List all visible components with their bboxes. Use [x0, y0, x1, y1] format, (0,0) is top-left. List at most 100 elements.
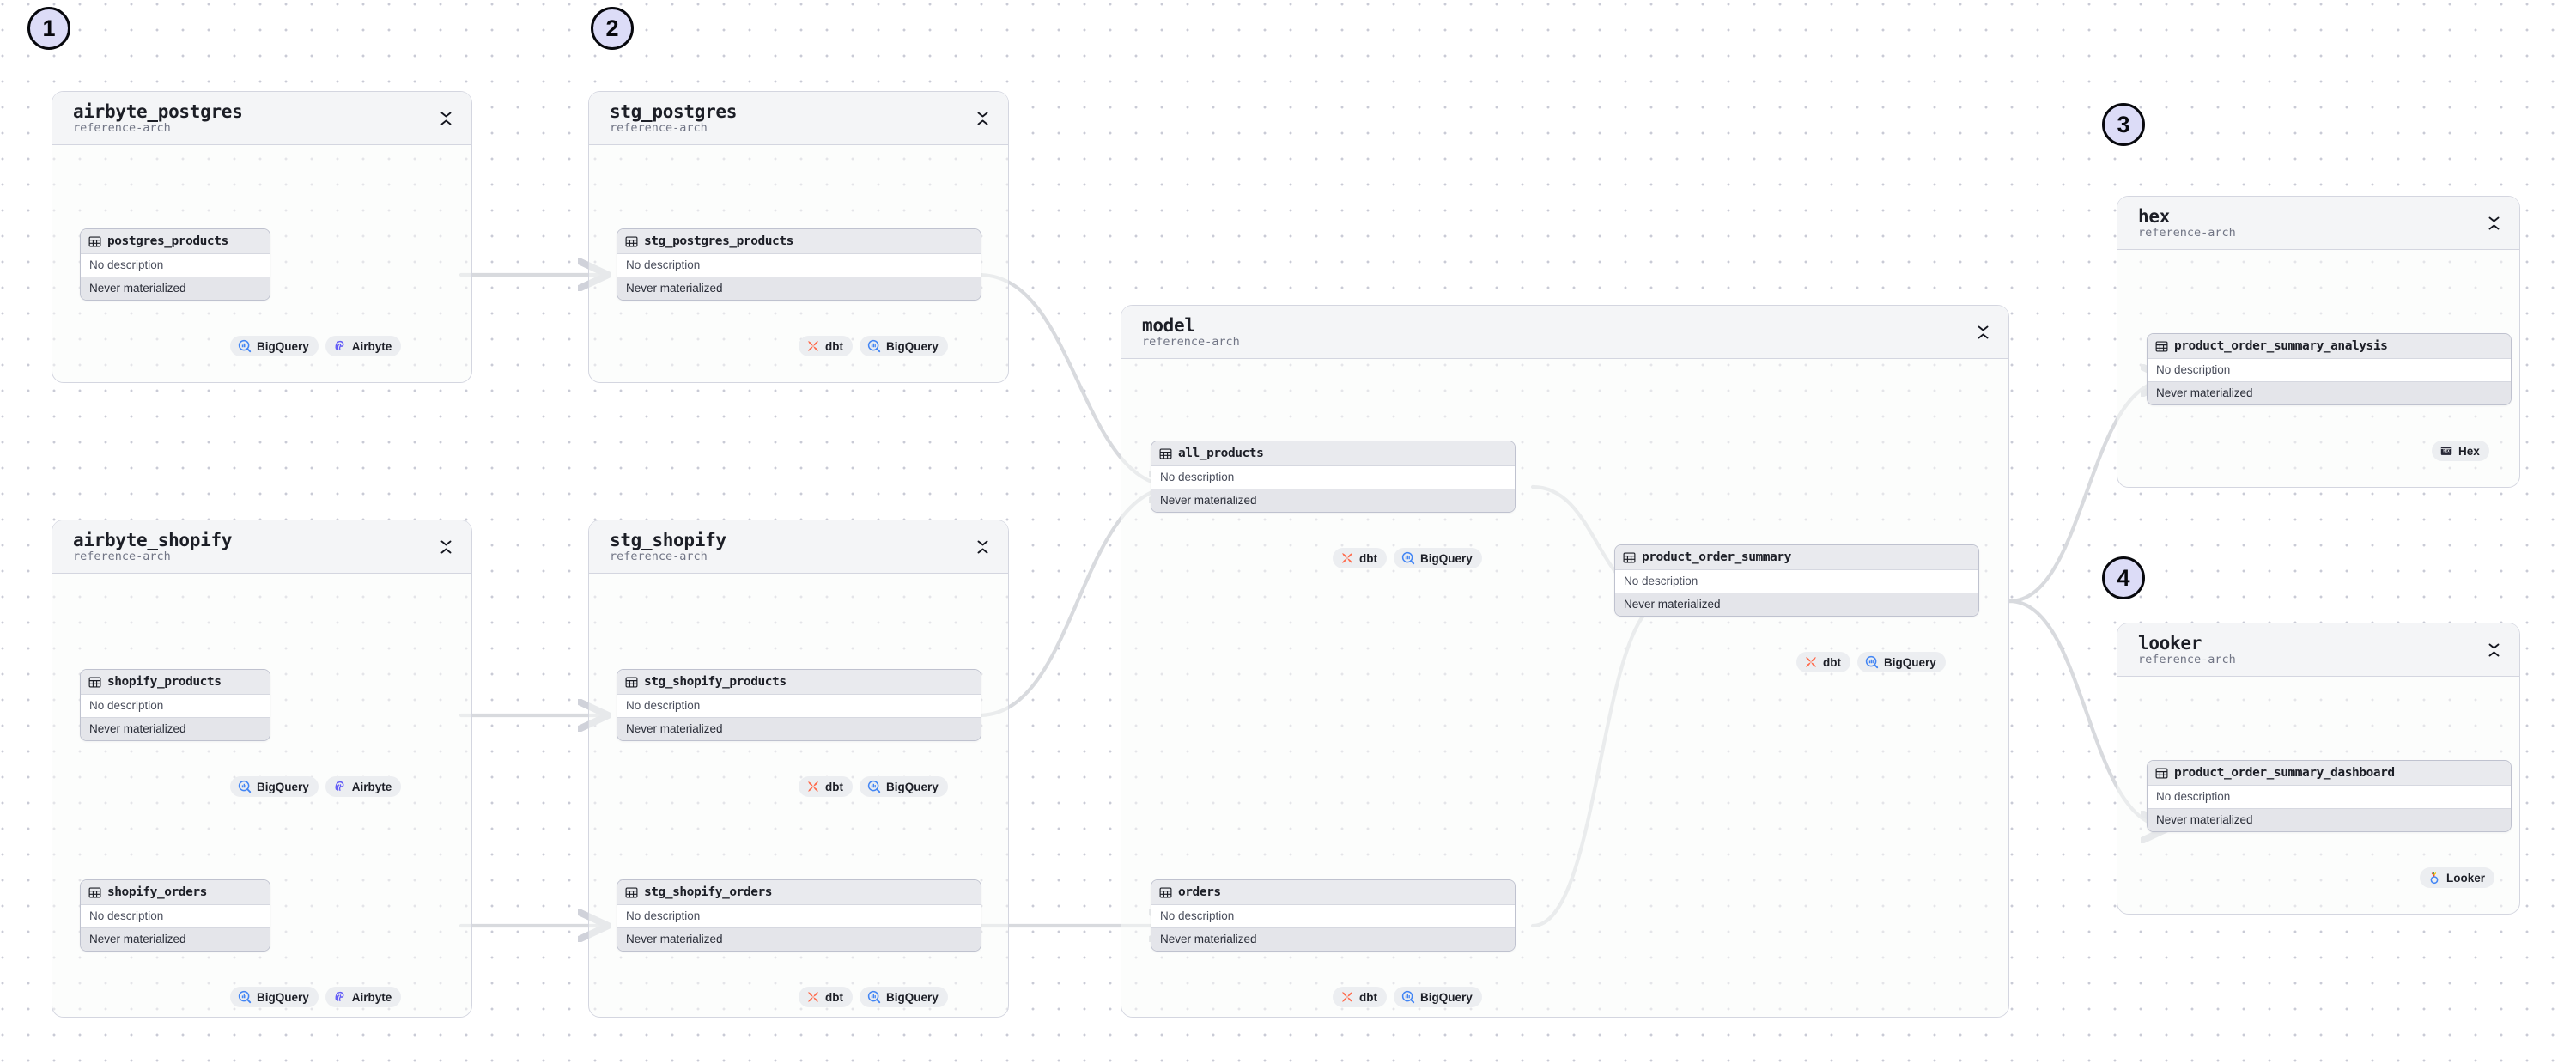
- table-icon: [1159, 447, 1172, 459]
- badge-bigquery[interactable]: BigQuery: [230, 987, 319, 1007]
- badge-airbyte[interactable]: Airbyte: [325, 336, 402, 356]
- badge-dbt[interactable]: dbt: [1796, 652, 1850, 672]
- badge-dbt[interactable]: dbt: [1333, 548, 1387, 568]
- node-name: shopify_products: [107, 675, 222, 689]
- node-header: all_products: [1151, 441, 1515, 466]
- badge-label: BigQuery: [886, 990, 939, 1004]
- badge-label: BigQuery: [1420, 551, 1473, 565]
- group-title: airbyte_shopify: [73, 529, 233, 550]
- badge-label: BigQuery: [1884, 655, 1936, 669]
- badge-dbt[interactable]: dbt: [799, 336, 853, 356]
- badge-dbt[interactable]: dbt: [1333, 987, 1387, 1007]
- node-header: product_order_summary: [1615, 545, 1978, 570]
- node-badges: Looker: [2420, 867, 2495, 888]
- node-description: No description: [81, 695, 270, 717]
- badge-bigquery[interactable]: BigQuery: [230, 336, 319, 356]
- node-header: shopify_orders: [81, 880, 270, 905]
- badge-bigquery[interactable]: BigQuery: [860, 776, 948, 797]
- chevron-collapse-icon[interactable]: [2487, 214, 2500, 233]
- badge-bigquery[interactable]: BigQuery: [860, 336, 948, 356]
- badge-airbyte[interactable]: Airbyte: [325, 987, 402, 1007]
- node-badges: HEX Hex: [2432, 441, 2489, 461]
- group-subtitle: reference-arch: [610, 120, 708, 135]
- group-header: airbyte_shopify reference-arch: [52, 520, 471, 574]
- node-description: No description: [1615, 570, 1978, 593]
- chevron-collapse-icon[interactable]: [975, 538, 989, 556]
- node-badges: dbt BigQuery: [1796, 652, 1946, 672]
- dbt-icon: [1342, 992, 1352, 1002]
- group-header: looker reference-arch: [2117, 623, 2519, 677]
- chevron-collapse-icon[interactable]: [439, 109, 453, 128]
- node-badges: dbt BigQuery: [1333, 548, 1482, 568]
- node-materialization: Never materialized: [617, 717, 981, 740]
- group-subtitle: reference-arch: [73, 120, 171, 135]
- airbyte-icon: [335, 781, 344, 792]
- node-materialization: Never materialized: [81, 927, 270, 951]
- node-shopify-orders[interactable]: shopify_orders No description Never mate…: [80, 879, 270, 952]
- badge-label: BigQuery: [886, 780, 939, 793]
- group-header: stg_postgres reference-arch: [589, 92, 1008, 145]
- bigquery-icon: [867, 339, 881, 353]
- chevron-collapse-icon[interactable]: [1976, 323, 1990, 342]
- node-stg-postgres-products[interactable]: stg_postgres_products No description Nev…: [617, 228, 981, 301]
- node-stg-shopify-orders[interactable]: stg_shopify_orders No description Never …: [617, 879, 981, 952]
- bigquery-icon: [238, 990, 252, 1004]
- node-product-order-summary-dashboard[interactable]: product_order_summary_dashboard No descr…: [2147, 760, 2512, 832]
- hex-icon: HEX: [2440, 447, 2452, 455]
- looker-icon: [2430, 872, 2439, 885]
- node-name: orders: [1178, 885, 1221, 899]
- node-product-order-summary[interactable]: product_order_summary No description Nev…: [1614, 544, 1979, 617]
- group-header: model reference-arch: [1121, 306, 2008, 359]
- node-name: product_order_summary: [1642, 550, 1791, 564]
- group-title: stg_postgres: [610, 100, 738, 122]
- badge-bigquery[interactable]: BigQuery: [1394, 987, 1482, 1007]
- node-postgres-products[interactable]: postgres_products No description Never m…: [80, 228, 270, 301]
- svg-text:HEX: HEX: [2443, 448, 2450, 453]
- badge-looker[interactable]: Looker: [2420, 867, 2495, 888]
- badge-hex[interactable]: HEX Hex: [2432, 441, 2489, 461]
- bigquery-icon: [1865, 655, 1879, 669]
- badge-dbt[interactable]: dbt: [799, 987, 853, 1007]
- node-description: No description: [2148, 786, 2511, 808]
- group-header: stg_shopify reference-arch: [589, 520, 1008, 574]
- bigquery-icon: [867, 990, 881, 1004]
- badge-dbt[interactable]: dbt: [799, 776, 853, 797]
- badge-bigquery[interactable]: BigQuery: [230, 776, 319, 797]
- badge-bigquery[interactable]: BigQuery: [860, 987, 948, 1007]
- dbt-icon: [808, 781, 818, 792]
- node-stg-shopify-products[interactable]: stg_shopify_products No description Neve…: [617, 669, 981, 741]
- node-name: product_order_summary_analysis: [2174, 339, 2388, 353]
- node-badges: BigQuery Airbyte: [230, 336, 402, 356]
- node-shopify-products[interactable]: shopify_products No description Never ma…: [80, 669, 270, 741]
- badge-label: Looker: [2446, 871, 2486, 885]
- badge-label: dbt: [825, 990, 843, 1004]
- badge-label: dbt: [1359, 990, 1377, 1004]
- table-icon: [1159, 886, 1172, 898]
- table-icon: [1623, 551, 1636, 563]
- badge-bigquery[interactable]: BigQuery: [1394, 548, 1482, 568]
- table-icon: [2155, 767, 2168, 779]
- badge-airbyte[interactable]: Airbyte: [325, 776, 402, 797]
- table-icon: [88, 886, 101, 898]
- table-icon: [625, 235, 638, 247]
- chevron-collapse-icon[interactable]: [975, 109, 989, 128]
- chevron-collapse-icon[interactable]: [2487, 641, 2500, 660]
- node-badges: dbt BigQuery: [799, 987, 948, 1007]
- node-description: No description: [81, 254, 270, 277]
- step-number: 4: [2117, 564, 2130, 591]
- bigquery-icon: [867, 780, 881, 793]
- badge-bigquery[interactable]: BigQuery: [1857, 652, 1946, 672]
- node-orders[interactable]: orders No description Never materialized: [1151, 879, 1516, 952]
- node-product-order-summary-analysis[interactable]: product_order_summary_analysis No descri…: [2147, 333, 2512, 405]
- node-all-products[interactable]: all_products No description Never materi…: [1151, 441, 1516, 513]
- node-description: No description: [1151, 905, 1515, 927]
- chevron-collapse-icon[interactable]: [439, 538, 453, 556]
- badge-label: dbt: [825, 780, 843, 793]
- dbt-icon: [1806, 657, 1816, 667]
- dbt-icon: [808, 341, 818, 351]
- badge-label: Airbyte: [351, 780, 392, 793]
- group-subtitle: reference-arch: [2138, 652, 2236, 666]
- step-marker-1: 1: [27, 7, 70, 50]
- group-title: model: [1142, 314, 1195, 336]
